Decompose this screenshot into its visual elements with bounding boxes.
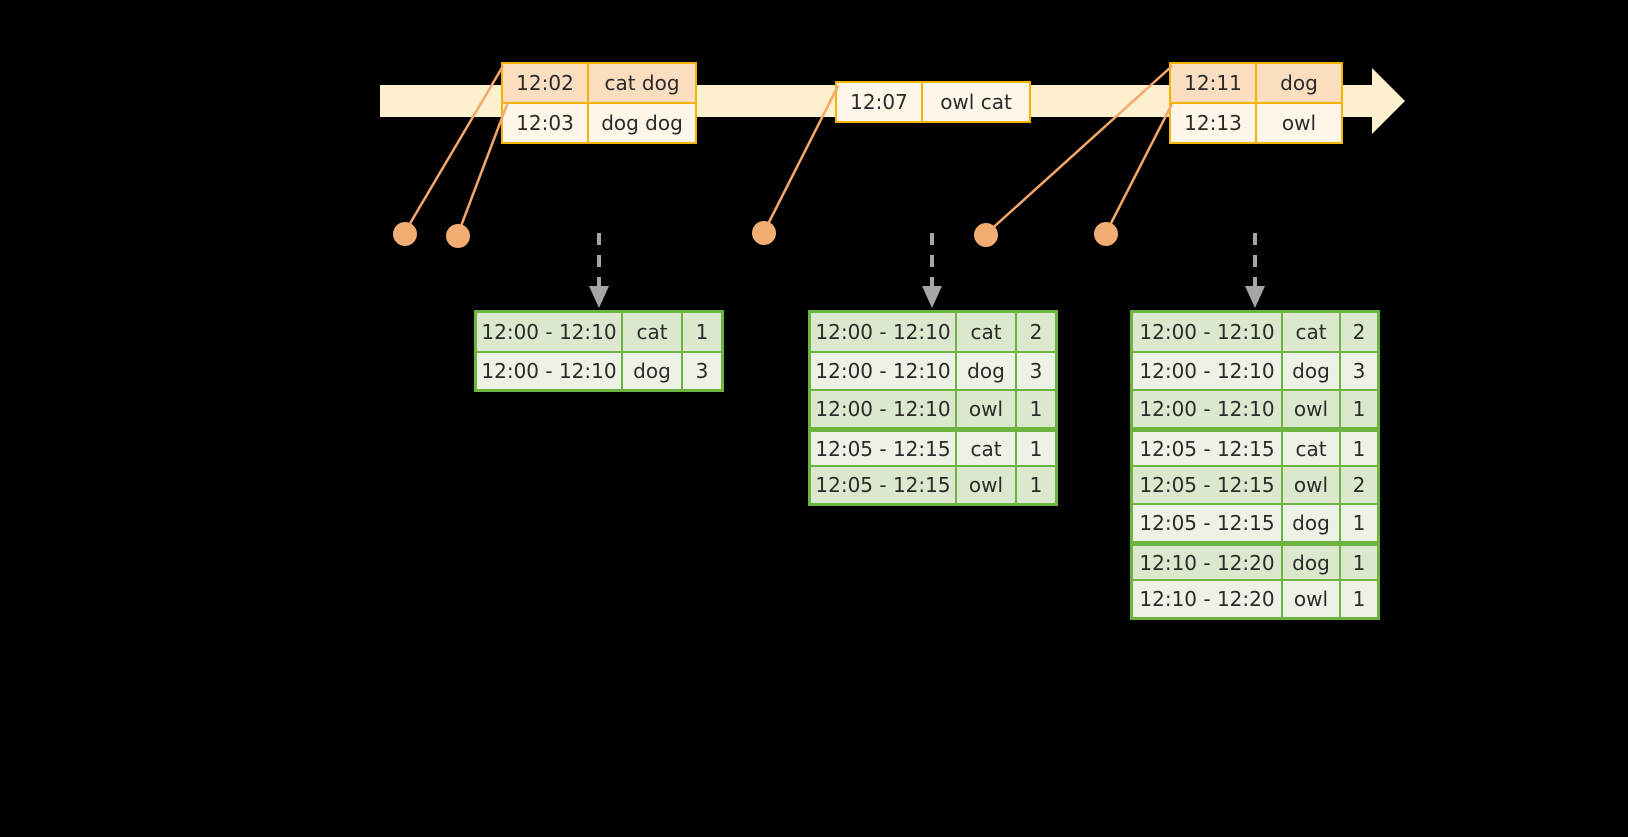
marker-dot-2 [446, 224, 470, 248]
key-cell: owl [1281, 467, 1339, 503]
key-cell: owl [955, 467, 1015, 503]
count-cell: 1 [1339, 505, 1377, 541]
window-cell: 12:00 - 12:10 [815, 359, 951, 383]
dashed-arrow-head-2 [922, 286, 942, 308]
window-cell: 12:10 - 12:20 [1139, 550, 1275, 575]
key-cell: dog [1281, 505, 1339, 541]
event-value: dog dog [587, 104, 695, 142]
event-group-2: 12:07 owl cat [835, 81, 1031, 123]
key-cell: cat [621, 313, 681, 351]
event-time: 12:13 [1184, 111, 1242, 135]
event-row: 12:02 cat dog [503, 64, 695, 102]
event-row: 12:03 dog dog [503, 102, 695, 142]
count-cell: 1 [1015, 391, 1055, 427]
window-cell: 12:05 - 12:15 [815, 436, 951, 461]
event-value: owl [1255, 104, 1341, 142]
event-time: 12:03 [516, 111, 574, 135]
event-value: cat dog [587, 64, 695, 102]
count-cell: 2 [1015, 313, 1055, 351]
window-cell: 12:00 - 12:10 [481, 320, 617, 344]
key-cell: cat [1281, 313, 1339, 351]
event-time: 12:07 [850, 90, 908, 114]
window-cell: 12:05 - 12:15 [1139, 473, 1275, 497]
key-cell: dog [1281, 353, 1339, 389]
marker-dot-3 [752, 221, 776, 245]
count-cell: 2 [1339, 467, 1377, 503]
window-cell: 12:05 - 12:15 [1139, 511, 1275, 535]
key-cell: cat [1281, 432, 1339, 465]
event-row: 12:11 dog [1171, 64, 1341, 102]
count-cell: 1 [1015, 432, 1055, 465]
key-cell: owl [1281, 581, 1339, 617]
window-cell: 12:10 - 12:20 [1139, 587, 1275, 611]
window-cell: 12:00 - 12:10 [1139, 359, 1275, 383]
key-cell: dog [1281, 546, 1339, 579]
window-cell: 12:05 - 12:15 [1139, 436, 1275, 461]
count-cell: 3 [1015, 353, 1055, 389]
event-row: 12:07 owl cat [837, 83, 1029, 121]
count-cell: 3 [681, 353, 721, 389]
count-cell: 1 [1339, 546, 1377, 579]
event-row: 12:13 owl [1171, 102, 1341, 142]
marker-dot-4 [974, 223, 998, 247]
event-value: owl cat [921, 83, 1029, 121]
timeline-arrowhead-icon [1372, 68, 1405, 134]
count-cell: 1 [1339, 432, 1377, 465]
dashed-arrow-head-3 [1245, 286, 1265, 308]
window-cell: 12:00 - 12:10 [815, 397, 951, 421]
window-cell: 12:00 - 12:10 [1139, 397, 1275, 421]
count-cell: 1 [1339, 581, 1377, 617]
count-cell: 2 [1339, 313, 1377, 351]
marker-dot-5 [1094, 222, 1118, 246]
key-cell: owl [955, 391, 1015, 427]
count-cell: 1 [1015, 467, 1055, 503]
window-cell: 12:05 - 12:15 [815, 473, 951, 497]
window-cell: 12:00 - 12:10 [481, 359, 617, 383]
event-time: 12:02 [516, 71, 574, 95]
window-cell: 12:00 - 12:10 [815, 320, 951, 344]
key-cell: owl [1281, 391, 1339, 427]
count-cell: 3 [1339, 353, 1377, 389]
window-cell: 12:00 - 12:10 [1139, 320, 1275, 344]
event-group-1: 12:02 cat dog 12:03 dog dog [501, 62, 697, 144]
event-time: 12:11 [1184, 71, 1242, 95]
key-cell: cat [955, 432, 1015, 465]
key-cell: cat [955, 313, 1015, 351]
count-cell: 1 [1339, 391, 1377, 427]
count-cell: 1 [681, 313, 721, 351]
dashed-arrow-head-1 [589, 286, 609, 308]
connector-line-5 [1104, 103, 1174, 234]
marker-dot-1 [393, 222, 417, 246]
key-cell: dog [621, 353, 681, 389]
event-value: dog [1255, 64, 1341, 102]
event-group-3: 12:11 dog 12:13 owl [1169, 62, 1343, 144]
key-cell: dog [955, 353, 1015, 389]
